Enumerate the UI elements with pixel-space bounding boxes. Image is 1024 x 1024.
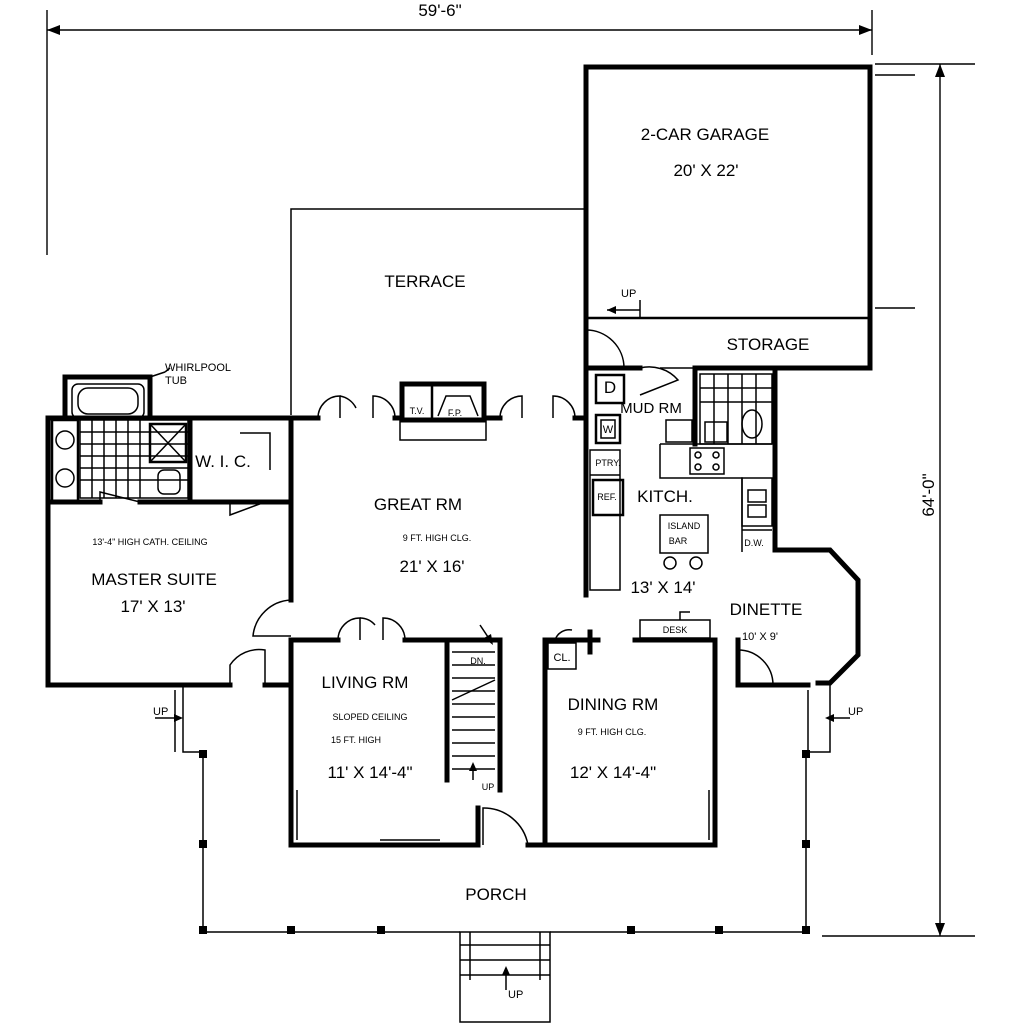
desk-label: DESK: [663, 625, 688, 635]
master-ceiling-label: 13'-4" HIGH CATH. CEILING: [92, 537, 207, 547]
great-room-label: GREAT RM: [374, 495, 462, 514]
whirlpool-label-line1: WHIRLPOOL: [165, 362, 231, 374]
left-up-label: UP: [153, 706, 168, 718]
dryer-label: D: [604, 378, 616, 397]
overall-width-dimension: 59'-6": [418, 1, 461, 20]
island-label-line2: BAR: [669, 536, 688, 546]
stair-down-label: DN.: [470, 656, 486, 666]
coat-closet: [542, 628, 601, 848]
garage-walls: [583, 64, 915, 371]
mud-room-label: MUD RM: [620, 400, 682, 417]
kitchen: [583, 415, 773, 598]
closet-label: CL.: [553, 652, 570, 664]
master-bath: [45, 367, 294, 505]
rear-french-doors: [317, 395, 576, 419]
terrace-label: TERRACE: [384, 272, 465, 291]
dinette-size: 10' X 9': [742, 631, 778, 643]
island-label-line1: ISLAND: [668, 521, 701, 531]
overall-depth-dimension: 64'-0": [919, 473, 938, 516]
living-room-label: LIVING RM: [322, 673, 409, 692]
porch: [155, 685, 850, 1023]
dishwasher-label: D.W.: [744, 538, 764, 548]
dining-ceiling: 9 FT. HIGH CLG.: [578, 727, 647, 737]
staircase: [444, 624, 503, 793]
stair-up-label: UP: [482, 782, 495, 792]
dimension-lines: [46, 10, 975, 937]
master-doors: [100, 599, 292, 686]
ref-label: REF.: [597, 492, 617, 502]
garage-up-label: UP: [621, 288, 636, 300]
great-room-size: 21' X 16': [399, 557, 464, 576]
whirlpool-label-line2: TUB: [165, 375, 187, 387]
fireplace-unit: [399, 381, 487, 441]
dinette: [632, 611, 831, 690]
garage-size: 20' X 22': [673, 161, 738, 180]
walk-in-closet: [187, 415, 271, 517]
living-room: [288, 617, 503, 841]
living-ceiling-line2: 15 FT. HIGH: [331, 735, 381, 745]
kitchen-size: 13' X 14': [630, 578, 695, 597]
tv-label: T.V.: [410, 406, 425, 416]
living-ceiling-line1: SLOPED CEILING: [332, 712, 407, 722]
garage-label: 2-CAR GARAGE: [641, 125, 769, 144]
front-up-label: UP: [508, 989, 523, 1001]
dining-room-size: 12' X 14'-4": [570, 763, 656, 782]
dinette-label: DINETTE: [730, 600, 803, 619]
kitchen-label: KITCH.: [637, 487, 693, 506]
pantry-label: PTRY.: [595, 458, 620, 468]
washer-label: W: [603, 424, 614, 436]
terrace-outline: [290, 208, 586, 415]
porch-label: PORCH: [465, 885, 526, 904]
wic-label: W. I. C.: [195, 452, 251, 471]
storage-label: STORAGE: [727, 335, 810, 354]
living-room-size: 11' X 14'-4": [328, 763, 413, 782]
right-up-label: UP: [848, 706, 863, 718]
front-door: [475, 805, 529, 848]
master-suite-label: MASTER SUITE: [91, 570, 217, 589]
mud-room: [594, 365, 773, 447]
dining-room-label: DINING RM: [568, 695, 659, 714]
fireplace-label: F.P.: [448, 408, 462, 418]
master-suite-size: 17' X 13': [120, 597, 185, 616]
great-room-ceiling: 9 FT. HIGH CLG.: [403, 533, 472, 543]
